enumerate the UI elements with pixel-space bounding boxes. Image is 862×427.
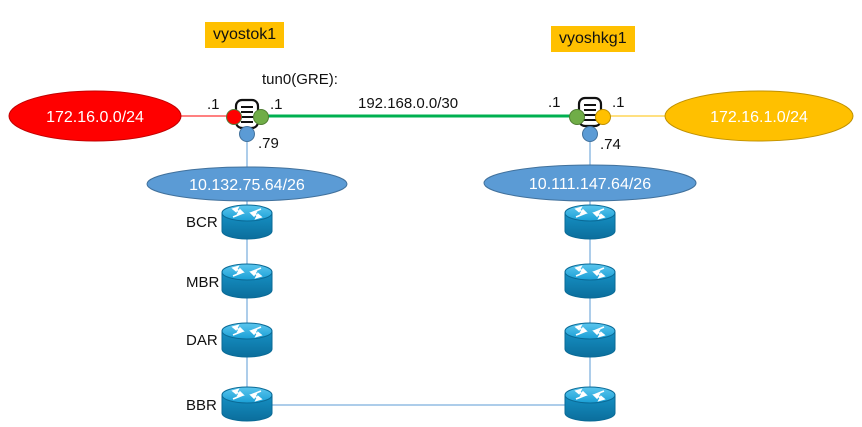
router-icon[interactable] [564,263,616,299]
router-icon[interactable] [564,204,616,240]
transit-a-label: 10.132.75.64/26 [189,177,305,194]
mgmt-ip-b: .74 [600,136,621,153]
tunnel-subnet: 192.168.0.0/30 [358,95,459,112]
lan-port-b [595,109,611,125]
lan-a-label: 172.16.0.0/24 [46,109,144,126]
router-icon[interactable] [221,263,273,299]
tunnel-port-a [253,109,269,125]
transit-a-ellipse [146,166,348,202]
mgmt-port-b [582,126,598,142]
tunnel-ip-a: .1 [270,96,283,113]
router-label-dar: DAR [186,332,218,349]
router-icon[interactable] [221,322,273,358]
transit-b-ellipse [483,164,697,202]
mgmt-port-a [239,126,255,142]
lan-ip-b: .1 [612,94,625,111]
site-b-name: vyoshkg1 [551,26,635,52]
site-a-name: vyostok1 [205,22,285,48]
router-icon[interactable] [221,386,273,422]
router-label-mbr: MBR [186,274,220,291]
router-icon[interactable] [221,204,273,240]
tunnel-port-b [569,109,585,125]
lan-b-label: 172.16.1.0/24 [710,109,808,126]
router-label-bcr: BCR [186,214,218,231]
vyos-b-node[interactable] [569,96,611,142]
vyos-a-node[interactable] [226,98,269,142]
lan-a-ellipse [8,90,182,142]
mgmt-ip-a: .79 [258,135,279,152]
lan-port-a [226,109,242,125]
tunnel-ip-b: .1 [548,94,561,111]
lan-b-ellipse [664,90,854,142]
router-icon[interactable] [564,386,616,422]
router-icon[interactable] [564,322,616,358]
transit-b-label: 10.111.147.64/26 [529,176,651,193]
router-label-bbr: BBR [186,397,217,414]
tunnel-label: tun0(GRE): [262,71,338,88]
lan-ip-a: .1 [207,96,220,113]
